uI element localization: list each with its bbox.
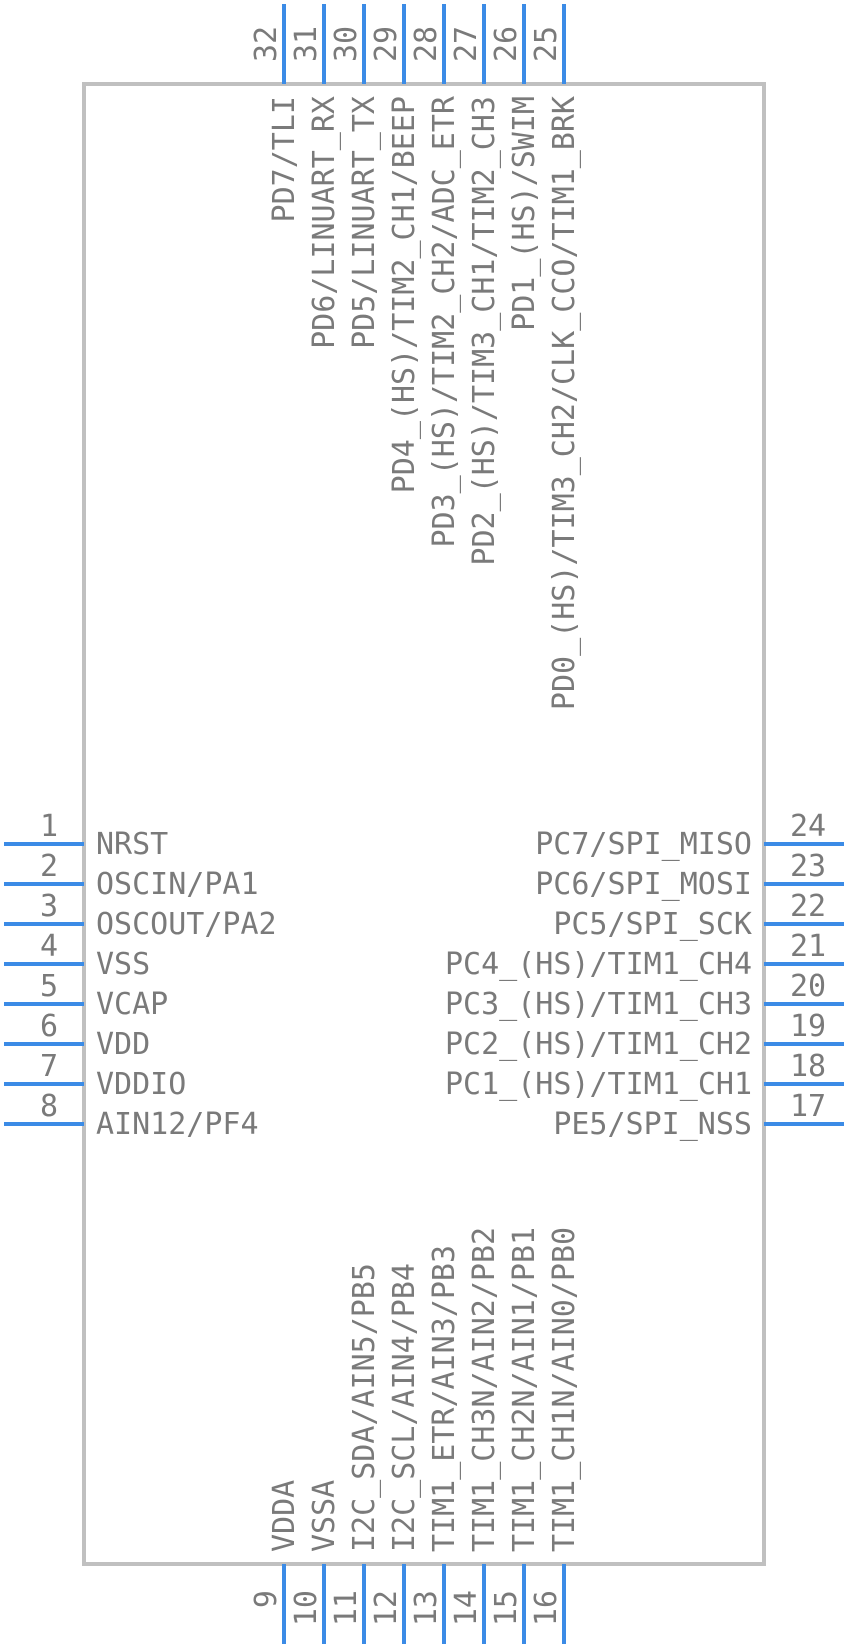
pin-label: PD2_(HS)/TIM3_CH1/TIM2_CH3 <box>467 96 502 566</box>
pin-label: NRST <box>96 827 168 862</box>
pin-number: 14 <box>449 1590 484 1626</box>
pin-number: 21 <box>790 929 826 964</box>
pin-number: 7 <box>40 1049 58 1084</box>
pin-label: PC2_(HS)/TIM1_CH2 <box>445 1027 752 1062</box>
pin-number: 13 <box>409 1590 444 1626</box>
pin-label: PD7/TLI <box>267 96 302 222</box>
pin-number: 6 <box>40 1009 58 1044</box>
pin-number: 26 <box>489 26 524 62</box>
pin-label: PD5/LINUART_TX <box>347 96 382 349</box>
pin-label: PC3_(HS)/TIM1_CH3 <box>445 987 752 1022</box>
pin-label: PD0_(HS)/TIM3_CH2/CLK_CCO/TIM1_BRK <box>547 96 582 710</box>
pin-label: PC4_(HS)/TIM1_CH4 <box>445 947 752 982</box>
pin-number: 25 <box>529 26 564 62</box>
pin-label: I2C_SDA/AIN5/PB5 <box>347 1263 382 1552</box>
pin-number: 29 <box>369 26 404 62</box>
pin-number: 10 <box>289 1590 324 1626</box>
pin-number: 31 <box>289 26 324 62</box>
pin-number: 19 <box>790 1009 826 1044</box>
pin-number: 5 <box>40 969 58 1004</box>
pin-number: 22 <box>790 889 826 924</box>
ic-body <box>82 82 766 1566</box>
pin-label: PE5/SPI_NSS <box>553 1107 752 1142</box>
pin-label: PC5/SPI_SCK <box>553 907 752 942</box>
pin-number: 24 <box>790 809 826 844</box>
pin-label: PC7/SPI_MISO <box>535 827 752 862</box>
pin-label: OSCIN/PA1 <box>96 867 259 902</box>
pin-label: PD1_(HS)/SWIM <box>507 96 542 331</box>
pin-label: PC1_(HS)/TIM1_CH1 <box>445 1067 752 1102</box>
pin-label: I2C_SCL/AIN4/PB4 <box>387 1263 422 1552</box>
pin-label: VDDA <box>267 1480 302 1552</box>
pin-label: TIM1_CH3N/AIN2/PB2 <box>467 1227 502 1552</box>
pin-label: TIM1_CH2N/AIN1/PB1 <box>507 1227 542 1552</box>
pin-number: 3 <box>40 889 58 924</box>
pin-label: VSS <box>96 947 150 982</box>
pin-label: PD4_(HS)/TIM2_CH1/BEEP <box>387 96 422 493</box>
pin-number: 20 <box>790 969 826 1004</box>
pin-label: OSCOUT/PA2 <box>96 907 277 942</box>
pin-number: 16 <box>529 1590 564 1626</box>
pin-number: 12 <box>369 1590 404 1626</box>
pin-number: 9 <box>249 1590 284 1608</box>
pin-label: VCAP <box>96 987 168 1022</box>
pin-label: VDDIO <box>96 1067 186 1102</box>
pin-number: 32 <box>249 26 284 62</box>
pin-number: 27 <box>449 26 484 62</box>
pin-label: VSSA <box>307 1480 342 1552</box>
pin-number: 17 <box>790 1089 826 1124</box>
pin-number: 2 <box>40 849 58 884</box>
pin-number: 18 <box>790 1049 826 1084</box>
pin-label: TIM1_ETR/AIN3/PB3 <box>427 1245 462 1552</box>
pin-label: AIN12/PF4 <box>96 1107 259 1142</box>
pin-label: PD6/LINUART_RX <box>307 96 342 349</box>
pin-number: 1 <box>40 809 58 844</box>
pin-label: TIM1_CH1N/AIN0/PB0 <box>547 1227 582 1552</box>
pin-label: PC6/SPI_MOSI <box>535 867 752 902</box>
pin-number: 11 <box>329 1590 364 1626</box>
pin-number: 8 <box>40 1089 58 1124</box>
pin-label: PD3_(HS)/TIM2_CH2/ADC_ETR <box>427 95 462 547</box>
pin-number: 15 <box>489 1590 524 1626</box>
pin-number: 28 <box>409 26 444 62</box>
pin-number: 23 <box>790 849 826 884</box>
pin-number: 30 <box>329 26 364 62</box>
pin-number: 4 <box>40 929 58 964</box>
pin-label: VDD <box>96 1027 150 1062</box>
